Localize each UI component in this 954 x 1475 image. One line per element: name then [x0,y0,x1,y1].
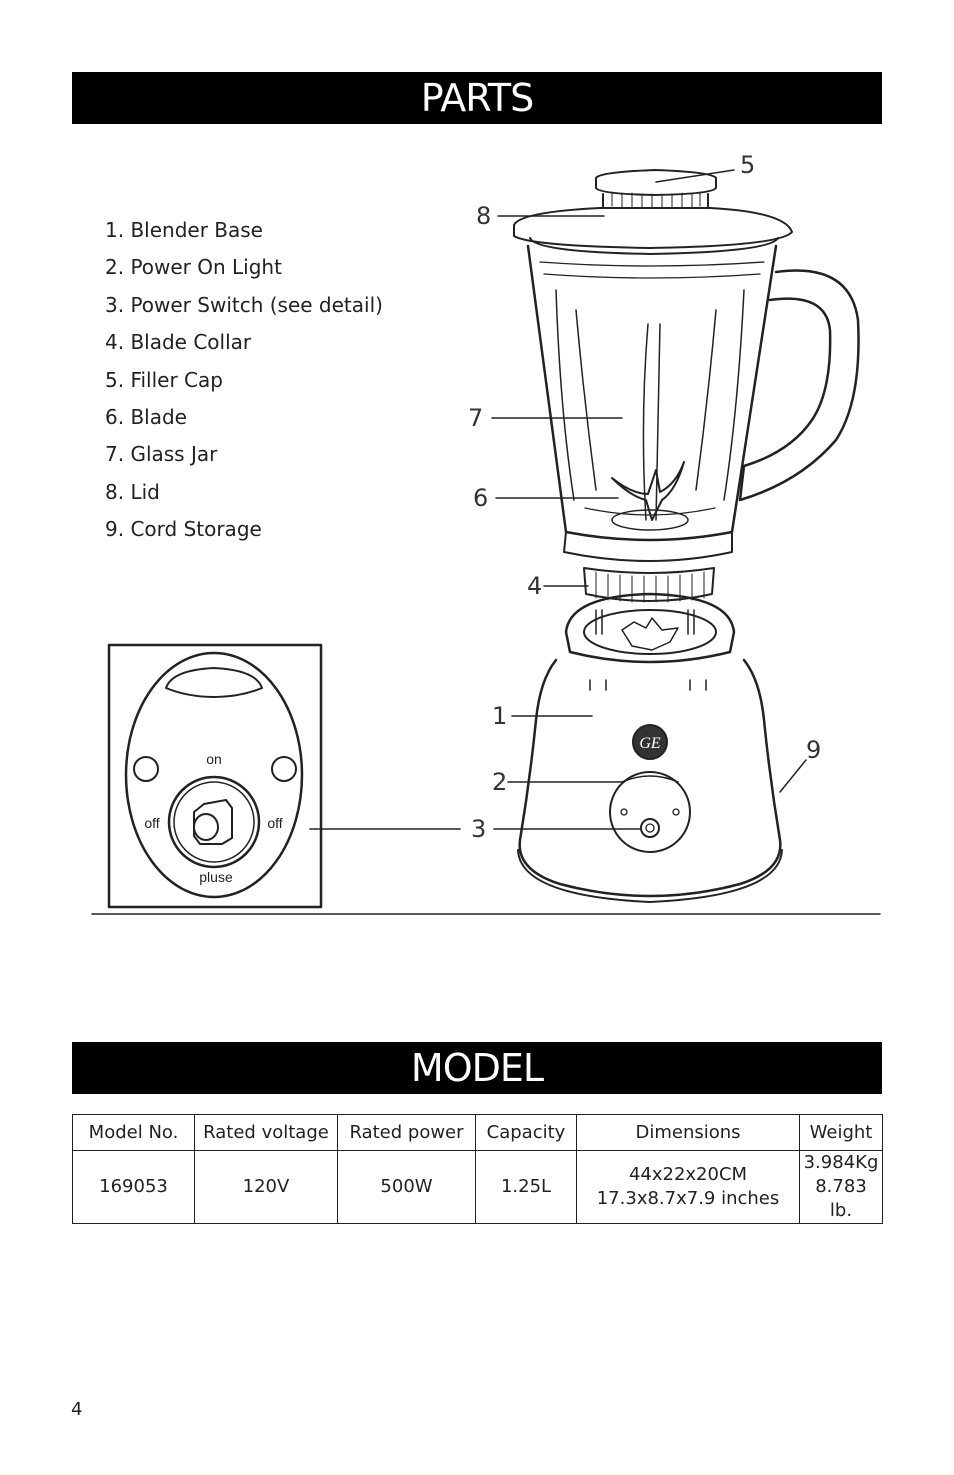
lid [513,207,793,249]
parts-list: 1. Blender Base 2. Power On Light 3. Pow… [105,212,383,549]
switch-label-on: on [206,751,222,767]
cell-rated-voltage: 120V [194,1150,338,1224]
parts-list-item: 9. Cord Storage [105,517,262,542]
callout-6: 6 [473,484,488,512]
callout-3: 3 [471,815,486,843]
parts-list-item: 3. Power Switch (see detail) [105,292,383,317]
motor-platform-inner [583,609,717,655]
base-pegs [589,679,707,691]
filler-cap-neck [602,193,709,209]
jar-ribs [539,261,765,279]
filler-cap-ridges [611,191,701,209]
parts-list-item: 6. Blade [105,404,187,429]
cord-storage [517,849,783,903]
header-rated-voltage: Rated voltage [194,1114,338,1151]
parts-list-item: 5. Filler Cap [105,367,223,392]
parts-heading-text: PARTS [420,76,534,120]
weight-kg: 3.984Kg [803,1152,879,1173]
header-rated-power: Rated power [337,1114,476,1151]
parts-list-item: 2. Power On Light [105,255,282,280]
ge-logo-mark: GE [639,735,661,752]
motor-coupling [621,617,679,651]
header-weight: Weight [799,1114,883,1151]
header-dimensions: Dimensions [576,1114,800,1151]
blade-collar-ridges [595,571,705,603]
motor-platform [564,592,736,664]
weight-lb: 8.783 lb. [815,1176,867,1221]
callout-5: 5 [740,151,755,179]
power-switch [640,818,660,838]
blade-base [611,509,689,531]
callout-8: 8 [476,202,491,230]
callout-9: 9 [806,736,821,764]
switch-detail-frame [107,643,323,909]
cell-dimensions: 44x22x20CM 17.3x8.7x7.9 inches [576,1150,800,1224]
callout-4: 4 [527,572,542,600]
header-capacity: Capacity [475,1114,577,1151]
parts-list-item: 4. Blade Collar [105,330,252,355]
blade-collar [583,567,715,602]
power-on-light [621,775,679,783]
model-table-header-row: Model No. Rated voltage Rated power Capa… [72,1114,883,1151]
switch-label-off-left: off [144,815,159,831]
parts-list-item: 7. Glass Jar [105,442,218,467]
switch-label-pulse: pluse [199,869,233,885]
model-table: Model No. Rated voltage Rated power Capa… [72,1114,883,1224]
parts-list-item: 8. Lid [105,479,160,504]
lid-rim [529,237,779,255]
cell-capacity: 1.25L [475,1150,577,1224]
power-switch-ring [173,781,255,863]
blade [611,461,685,521]
dimensions-cm: 44x22x20CM [628,1164,748,1185]
callout-line-9 [779,759,807,793]
power-switch-knob-face [193,813,219,841]
control-panel [609,771,691,853]
model-heading-text: MODEL [410,1046,544,1090]
panel-light-right [672,808,680,816]
table-row: 169053 120V 500W 1.25L 44x22x20CM 17.3x8… [72,1150,883,1224]
callout-numbers: 5 8 7 6 4 1 9 2 3 [468,151,821,843]
header-model-no: Model No. [72,1114,195,1151]
glass-jar [526,244,778,542]
parts-list-item: 1. Blender Base [105,218,263,242]
base-posts [595,609,695,635]
page-number: 4 [71,1399,83,1420]
switch-label-off-right: off [267,815,282,831]
power-switch-center [645,823,655,833]
switch-panel-outline [124,651,304,899]
power-switch-knob [193,799,233,845]
indicator-light-right [271,756,297,782]
switch-panel-window [165,667,263,698]
parts-heading: PARTS [72,72,882,124]
jar-base-ring [563,531,733,562]
cell-weight: 3.984Kg 8.783 lb. [799,1150,883,1224]
blender-base [518,658,782,898]
callout-1: 1 [492,702,507,730]
callout-line-5 [655,169,735,183]
model-heading: MODEL [72,1042,882,1094]
blender-illustration: GE [513,169,860,903]
cell-model-no: 169053 [72,1150,195,1224]
jar-flutes [555,289,745,501]
panel-light-left [620,808,628,816]
power-switch-dial [167,775,261,869]
jar-center-flute [642,323,661,521]
ge-logo [632,724,668,760]
callout-2: 2 [492,768,507,796]
callout-lines [309,169,807,830]
blender-diagram: on off off pluse [91,151,881,915]
cell-rated-power: 500W [337,1150,476,1224]
jar-handle [738,269,860,502]
dimensions-in: 17.3x8.7x7.9 inches [596,1188,780,1209]
callout-7: 7 [468,404,483,432]
indicator-light-left [133,756,159,782]
switch-detail: on off off pluse [107,643,323,909]
filler-cap [595,169,717,196]
